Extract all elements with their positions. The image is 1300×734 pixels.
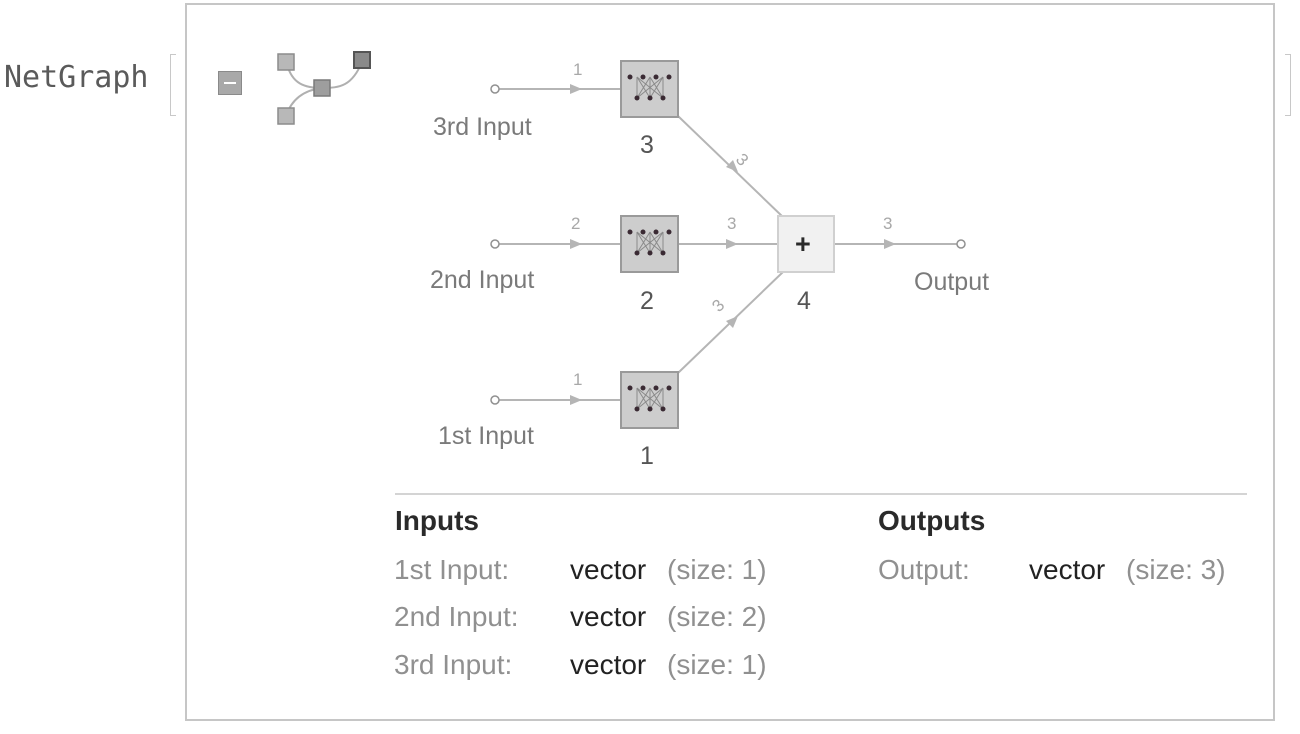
sum-symbol: +: [795, 229, 811, 259]
input-row-3-type: vector: [570, 649, 647, 680]
summary-divider: [395, 493, 1247, 495]
arrow-3-4: [726, 160, 738, 172]
arrow-in3: [570, 84, 582, 94]
node-number-1: 1: [640, 442, 654, 470]
node-number-3: 3: [640, 131, 654, 159]
input-row-1-type: vector: [570, 554, 647, 585]
netgraph-panel: [185, 3, 1275, 721]
input-row-3-size: (size: 1): [667, 649, 767, 680]
input-row-1-name: 1st Input:: [394, 554, 510, 585]
node-number-2: 2: [640, 287, 654, 315]
output-row-1-name: Output:: [878, 554, 970, 585]
edge-label-in3: 1: [573, 60, 583, 79]
right-bracket: [1285, 54, 1291, 116]
arrow-out: [884, 239, 896, 249]
label-2nd-input: 2nd Input: [430, 266, 535, 294]
outputs-heading: Outputs: [878, 505, 986, 536]
edge-label-2-4: 3: [727, 214, 737, 233]
edge-label-out: 3: [883, 214, 893, 233]
arrow-1-4: [726, 316, 738, 328]
layer-node-1: [620, 371, 679, 429]
output-row-1-size: (size: 3): [1126, 554, 1226, 585]
port-output: [956, 239, 966, 249]
collapse-button[interactable]: [218, 71, 242, 95]
arrow-in2: [570, 239, 582, 249]
edge-label-in1: 1: [573, 370, 583, 389]
arrow-2-4: [726, 239, 738, 249]
left-bracket: [170, 54, 176, 116]
label-output: Output: [914, 268, 990, 296]
inputs-heading: Inputs: [395, 505, 479, 536]
output-row-1-type: vector: [1029, 554, 1106, 585]
netgraph-thumbnail-icon: [277, 51, 371, 125]
input-row-2-size: (size: 2): [667, 601, 767, 632]
layer-node-2: [620, 215, 679, 273]
node-number-4: 4: [797, 287, 811, 315]
label-1st-input: 1st Input: [438, 422, 534, 450]
edge-label-in2: 2: [571, 214, 581, 233]
arrow-in1: [570, 395, 582, 405]
port-in1: [490, 395, 500, 405]
input-row-1-size: (size: 1): [667, 554, 767, 585]
netgraph-label: NetGraph: [4, 60, 149, 95]
port-in2: [490, 239, 500, 249]
layer-node-3: [620, 60, 679, 118]
port-in3: [490, 84, 500, 94]
input-row-2-type: vector: [570, 601, 647, 632]
input-row-2-name: 2nd Input:: [394, 601, 519, 632]
sum-node-4: [777, 215, 835, 273]
input-row-3-name: 3rd Input:: [394, 649, 513, 680]
label-3rd-input: 3rd Input: [433, 113, 532, 141]
